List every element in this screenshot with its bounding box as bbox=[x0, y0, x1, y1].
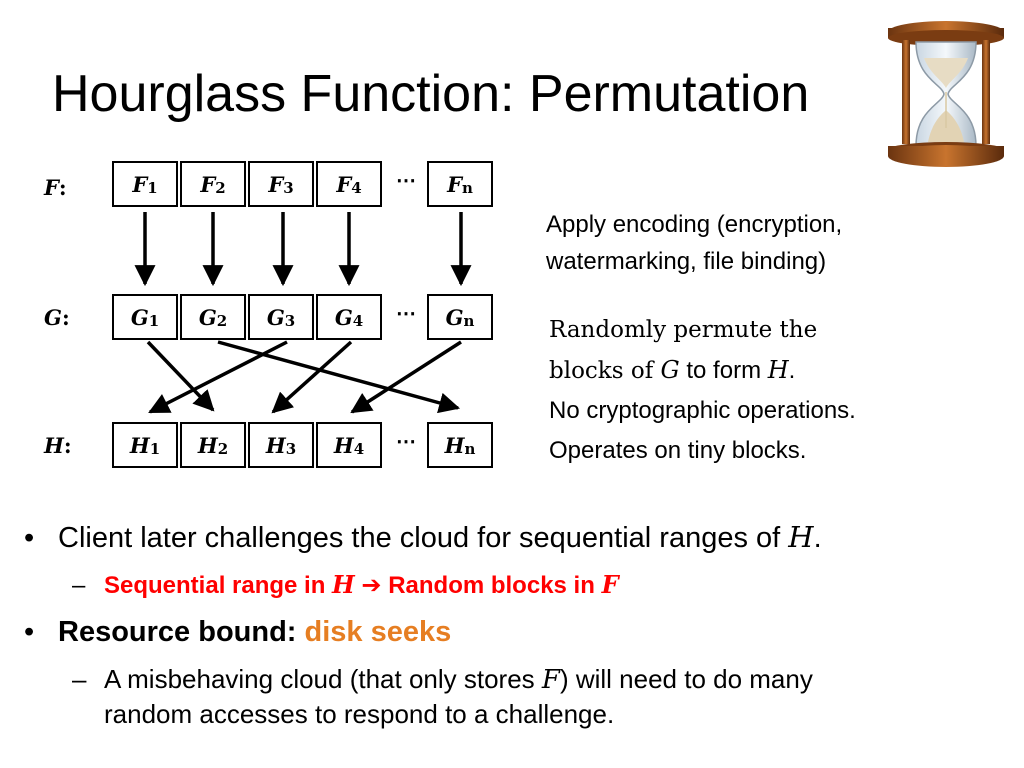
arrow-g4-h3 bbox=[271, 340, 353, 414]
note-permute-line3: No cryptographic operations. bbox=[549, 397, 856, 424]
note-encoding-line1: Apply encoding (encryption, bbox=[546, 211, 843, 238]
bullet-dot-icon: • bbox=[24, 522, 35, 554]
arrow-g3-h1 bbox=[148, 340, 288, 414]
note-permute-line2: blocks of G to form H. bbox=[549, 356, 796, 384]
slide-title: Hourglass Function: Permutation bbox=[52, 65, 810, 123]
arrow-gn-h4 bbox=[350, 340, 462, 414]
row-label-g: G: bbox=[44, 305, 70, 330]
note-encoding: Apply encoding (encryption, watermarking… bbox=[546, 206, 842, 280]
ellipsis-g: ⋯ bbox=[396, 301, 416, 325]
arrow-g1-h2 bbox=[146, 340, 215, 412]
note-permute-line4: Operates on tiny blocks. bbox=[549, 437, 807, 464]
arrow-right-icon: ➔ bbox=[354, 572, 389, 599]
arrow-g2-hn bbox=[217, 340, 461, 414]
note-encoding-line2: watermarking, file binding) bbox=[546, 248, 827, 275]
row-label-h: H: bbox=[44, 433, 72, 458]
dash-icon: – bbox=[72, 572, 86, 599]
subbullet-sequential-range: –Sequential range in H ➔ Random blocks i… bbox=[72, 569, 619, 602]
dash-icon: – bbox=[72, 664, 87, 694]
ellipsis-f: ⋯ bbox=[396, 168, 416, 192]
bullet-client-challenges: •Client later challenges the cloud for s… bbox=[24, 518, 822, 557]
subbullet-misbehaving-cloud: –A misbehaving cloud (that only stores F… bbox=[72, 664, 813, 729]
bullet-resource-bound: •Resource bound: disk seeks bbox=[24, 613, 451, 651]
bullet-dot-icon: • bbox=[24, 616, 35, 648]
ellipsis-h: ⋯ bbox=[396, 429, 416, 453]
note-permute-line1: Randomly permute the bbox=[549, 317, 818, 343]
hourglass-icon bbox=[888, 21, 1004, 167]
row-label-f: F: bbox=[44, 175, 67, 200]
note-permute: Randomly permute the blocks of G to form… bbox=[549, 310, 856, 471]
